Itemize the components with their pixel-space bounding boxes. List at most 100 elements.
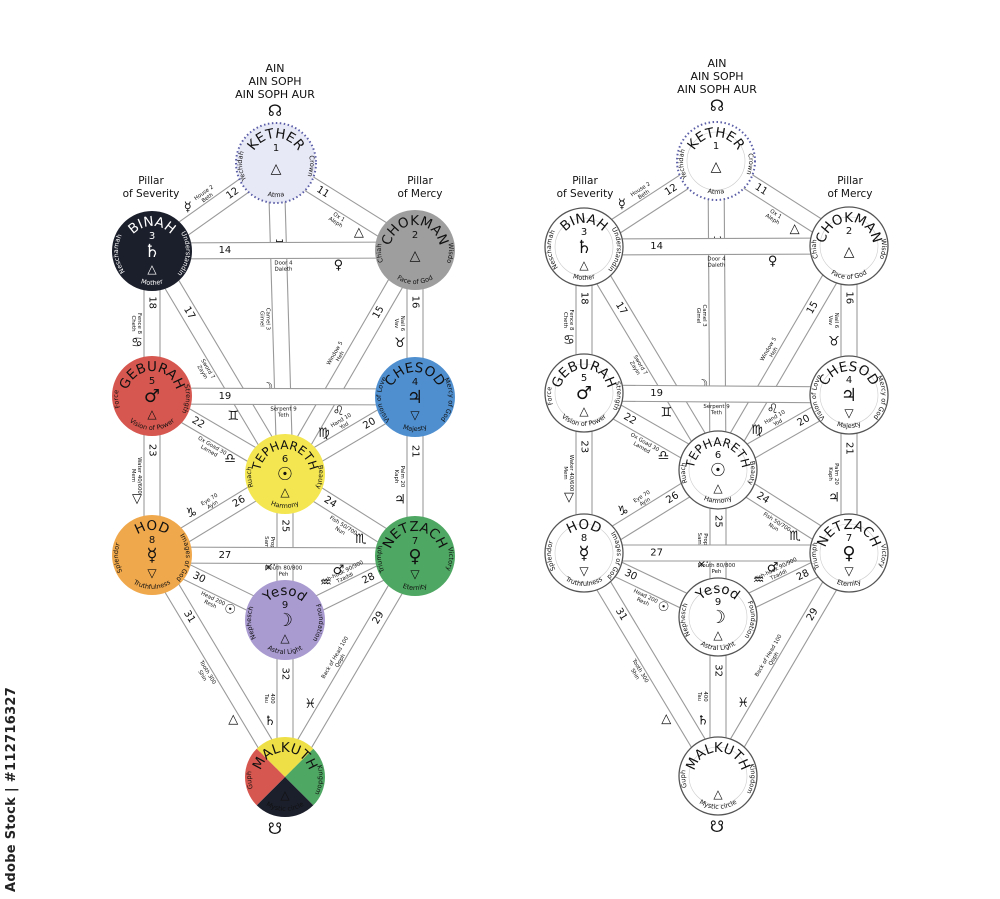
pillar-of-mercy-right: Pillar of Mercy — [795, 175, 905, 201]
path-band — [583, 544, 850, 562]
sephirah-number: 8 — [149, 535, 155, 546]
sephirah-label-left: Force — [545, 386, 555, 406]
path-number: 27 — [219, 550, 232, 561]
ain-label: AIN — [707, 57, 727, 70]
element-triangle-icon: △ — [579, 404, 589, 418]
pillar-of-severity-left: Pillar of Severity — [96, 175, 206, 201]
pillar-label: Pillar — [572, 175, 598, 187]
sephirah-disc — [112, 515, 192, 595]
ain-soph-label: AIN SOPH — [248, 75, 302, 88]
sephirah-number: 3 — [581, 227, 587, 238]
sephirah-inner-ring — [819, 523, 879, 583]
path-number: 16 — [410, 296, 421, 309]
sephirah-disc — [544, 353, 624, 433]
path-symbol: ♋ — [563, 333, 575, 348]
path-symbol: ♑ — [185, 506, 197, 521]
path-symbol: △ — [790, 222, 800, 237]
pillar-of-mercy-left: Pillar of Mercy — [365, 175, 475, 201]
path-number: 21 — [410, 445, 421, 458]
sephirah-planet-icon: ♄ — [576, 237, 592, 258]
path-symbol: ♌ — [333, 404, 345, 419]
path-symbol: ▽ — [132, 492, 142, 507]
sephirah-label-bottom: Face of God — [396, 274, 434, 287]
path-symbol: ♊ — [227, 409, 239, 424]
sephirah-label-right: Victory — [877, 543, 888, 569]
element-triangle-icon: △ — [579, 258, 589, 272]
sephirah-label-left: Guph — [679, 769, 689, 789]
sephirah-label-right: Victory — [444, 547, 455, 573]
path-symbol: ♄ — [697, 713, 709, 728]
bottom-node-icon: ☋ — [709, 817, 725, 836]
path-band — [583, 384, 850, 404]
pillar-of-severity-right: Pillar of Severity — [530, 175, 640, 201]
sephirah-number: 9 — [282, 600, 288, 611]
sephirah-inner-ring — [688, 440, 748, 500]
sephirah-number: 2 — [412, 230, 418, 241]
sephirah-label-left: Ruach — [679, 462, 689, 485]
path-number: 22 — [622, 411, 639, 427]
element-triangle-icon: △ — [410, 248, 421, 264]
sephirah-label-bottom: Mother — [572, 272, 596, 282]
path-symbol: ♎ — [658, 448, 670, 463]
path-symbol: ♍ — [318, 426, 330, 441]
sephirah-number: 1 — [713, 141, 719, 152]
element-triangle-icon: ▽ — [147, 566, 157, 580]
sephirah-label-bottom: Eternity — [836, 578, 863, 588]
sephirah-label-right: Beauty — [746, 460, 757, 486]
path-symbol: ♓ — [737, 696, 749, 711]
path-symbol: ♉ — [828, 334, 840, 349]
path-symbol: ♀ — [768, 254, 778, 269]
pillar-label: of Severity — [122, 188, 180, 200]
top-node-icon: ☊ — [709, 96, 725, 115]
path-number: 27 — [650, 548, 663, 559]
sephirah-disc — [676, 121, 756, 201]
sephirah-planet-icon: ♃ — [841, 385, 857, 406]
ain-soph-aur-label: AIN SOPH AUR — [235, 88, 315, 101]
ain-soph-label: AIN SOPH — [690, 70, 744, 83]
path-letter: Nail 6Vav — [393, 316, 405, 332]
path-number: 28 — [795, 568, 811, 583]
ain-soph-aur-label: AIN SOPH AUR — [677, 83, 757, 96]
path-letter: Water 40/600Mem — [130, 457, 142, 494]
sephirah-disc — [245, 580, 325, 660]
path-number: 28 — [360, 571, 376, 586]
sephirah-label-right: Crown — [745, 153, 755, 176]
path-number: 21 — [844, 442, 855, 455]
sephirah-name: HOD — [564, 517, 604, 537]
sephirah-inner-ring — [688, 746, 748, 806]
sephirah-name: HOD — [132, 518, 172, 538]
sephirah-inner-ring — [819, 365, 879, 425]
sephirah-inner-ring — [688, 587, 748, 647]
sephirah-disc — [375, 516, 455, 596]
sephirah-number: 7 — [412, 536, 418, 547]
path-symbol: ♒ — [753, 573, 765, 588]
element-triangle-icon: ▽ — [844, 406, 854, 420]
path-letter: Water 40/600Mem — [562, 455, 574, 492]
path-symbol: ♀ — [334, 258, 344, 273]
sephirah-disc — [112, 356, 192, 436]
sephirah-inner-ring — [686, 131, 746, 191]
sephirah-number: 4 — [412, 377, 418, 388]
sephirah-label-left: Ruach — [245, 466, 255, 489]
element-triangle-icon: △ — [713, 481, 723, 495]
sephirah-planet-icon: ♀ — [842, 543, 855, 564]
path-letter: Camel 3Gimel — [695, 304, 707, 326]
path-symbol: ♏ — [355, 532, 367, 547]
path-number: 23 — [579, 440, 590, 453]
path-symbol: ♃ — [828, 491, 840, 506]
path-symbol: ♌ — [767, 402, 779, 417]
path-letter: Fence 8Cheth — [562, 310, 574, 332]
malkuth-quadrant — [256, 777, 314, 818]
path-symbol: ♉ — [394, 336, 406, 351]
sephirah-label-bottom: Mystic circle — [265, 800, 305, 813]
